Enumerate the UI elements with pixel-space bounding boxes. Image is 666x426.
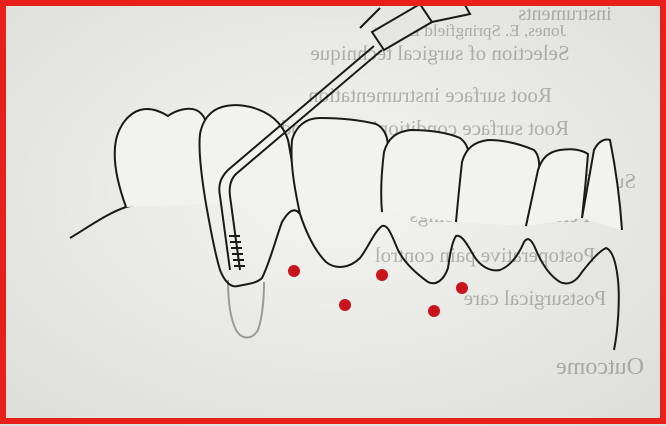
probing-marker (376, 269, 388, 281)
bleed-line-2: instruments (518, 3, 612, 25)
bleed-line-10: Outcome (556, 354, 644, 380)
tooth-5 (456, 140, 539, 226)
probing-marker (339, 299, 351, 311)
probing-marker (428, 305, 440, 317)
probing-marker (456, 282, 468, 294)
tooth-4 (381, 130, 469, 222)
probing-marker (288, 265, 300, 277)
bleed-line-3: Selection of surgical technique (310, 41, 569, 65)
bleed-line-9: Postsurgical care (464, 286, 607, 310)
bleed-line-4: Root surface instrumentation (308, 83, 552, 107)
tooth-3 (291, 118, 388, 214)
molar-tooth (115, 109, 208, 207)
